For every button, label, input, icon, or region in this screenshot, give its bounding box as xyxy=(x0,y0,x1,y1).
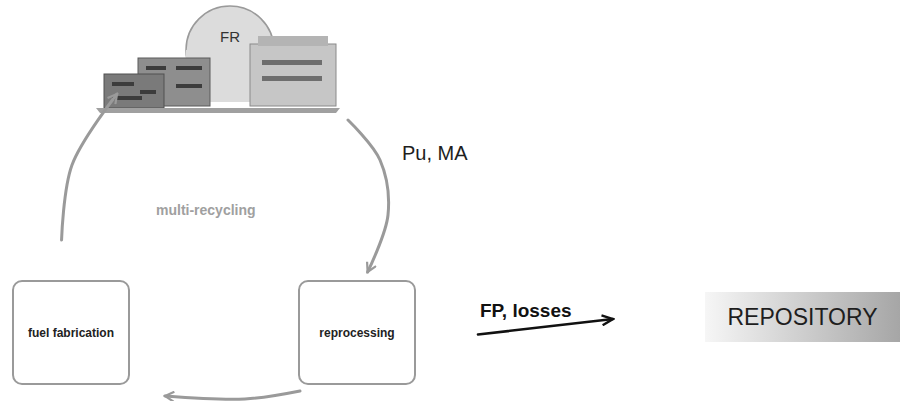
node-text: fuel fabrication xyxy=(28,326,114,340)
node-text: FR xyxy=(210,28,250,45)
cycle-label: multi-recycling xyxy=(156,202,256,218)
window xyxy=(112,82,134,86)
flow-arrow xyxy=(348,120,389,272)
reactor-building xyxy=(96,6,340,113)
window xyxy=(176,84,202,88)
flow-arrow xyxy=(165,391,300,399)
hall-windows xyxy=(262,76,322,81)
aux-building xyxy=(104,74,164,108)
edge-label: FP, losses xyxy=(478,300,574,322)
flow-arrow xyxy=(62,94,117,240)
ground-slab xyxy=(96,108,340,113)
window xyxy=(176,66,202,70)
node-text: REPOSITORY xyxy=(728,304,878,331)
node-text: reprocessing xyxy=(319,326,394,340)
repository-box: REPOSITORY xyxy=(705,292,900,342)
edge-label: Pu, MA xyxy=(400,142,470,165)
hall-windows xyxy=(262,60,322,65)
window xyxy=(146,66,166,70)
turbine-hall xyxy=(250,44,336,106)
reactor-node: FR xyxy=(95,2,350,114)
process-box: fuel fabrication xyxy=(12,280,130,385)
process-box: reprocessing xyxy=(298,280,416,385)
turbine-hall-roof xyxy=(258,36,328,46)
window xyxy=(140,90,156,94)
